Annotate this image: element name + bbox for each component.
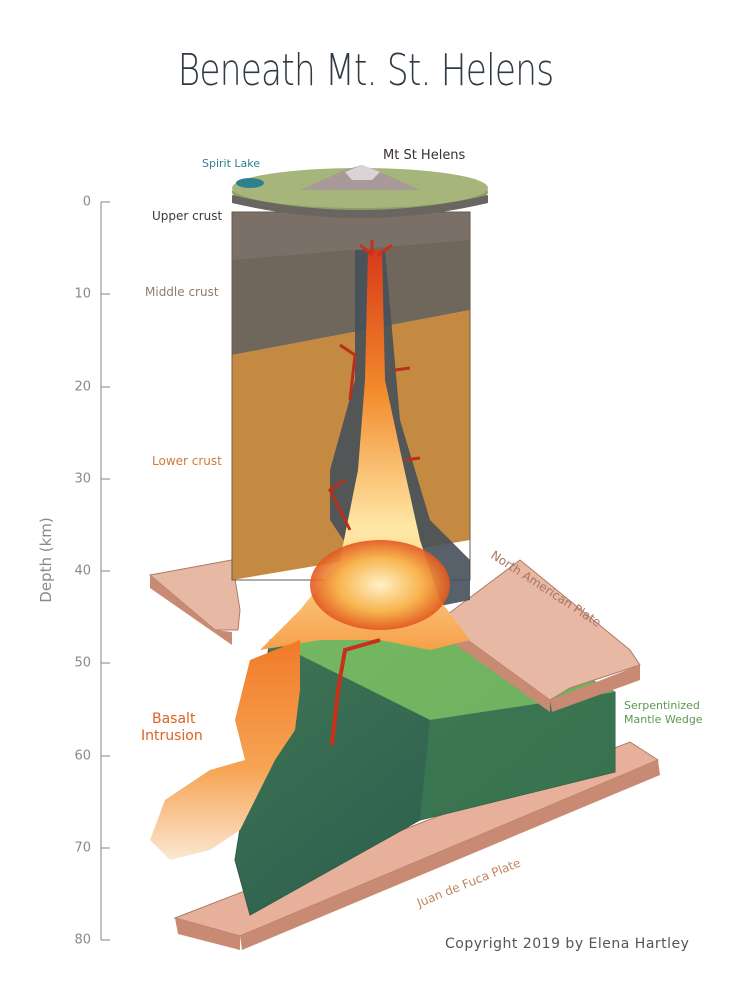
depth-tick-50: 50 <box>74 655 91 671</box>
depth-tick-20: 20 <box>74 379 91 395</box>
upper-crust-label: Upper crust <box>152 209 223 223</box>
north-american-plate-slab <box>148 559 641 712</box>
mantle-wedge-label-line2: Mantle Wedge <box>624 713 703 726</box>
mantle-wedge-label-line1: Serpentinized <box>624 699 700 712</box>
depth-tick-0: 0 <box>82 194 91 210</box>
spirit-lake-label: Spirit Lake <box>202 157 261 170</box>
middle-crust-label: Middle crust <box>145 285 219 299</box>
surface-disc <box>232 165 488 218</box>
lower-crust-label: Lower crust <box>152 454 222 468</box>
spirit-lake-water <box>236 178 264 188</box>
depth-tick-10: 10 <box>74 286 91 302</box>
copyright-text: Copyright 2019 by Elena Hartley <box>445 936 690 952</box>
depth-axis <box>100 201 110 941</box>
depth-tick-30: 30 <box>74 471 91 487</box>
page-title: Beneath Mt. St. Helens <box>177 45 554 96</box>
depth-axis-title: Depth (km) <box>37 517 55 603</box>
magma-conduit <box>260 240 470 746</box>
mt-st-helens-label: Mt St Helens <box>383 148 466 163</box>
depth-tick-40: 40 <box>74 563 91 579</box>
basalt-intrusion <box>150 640 300 860</box>
depth-tick-80: 80 <box>74 932 91 948</box>
basalt-intrusion-label-line1: Basalt <box>152 711 196 727</box>
basalt-intrusion-label-line2: Intrusion <box>141 728 203 744</box>
depth-tick-60: 60 <box>74 748 91 764</box>
depth-tick-70: 70 <box>74 840 91 856</box>
